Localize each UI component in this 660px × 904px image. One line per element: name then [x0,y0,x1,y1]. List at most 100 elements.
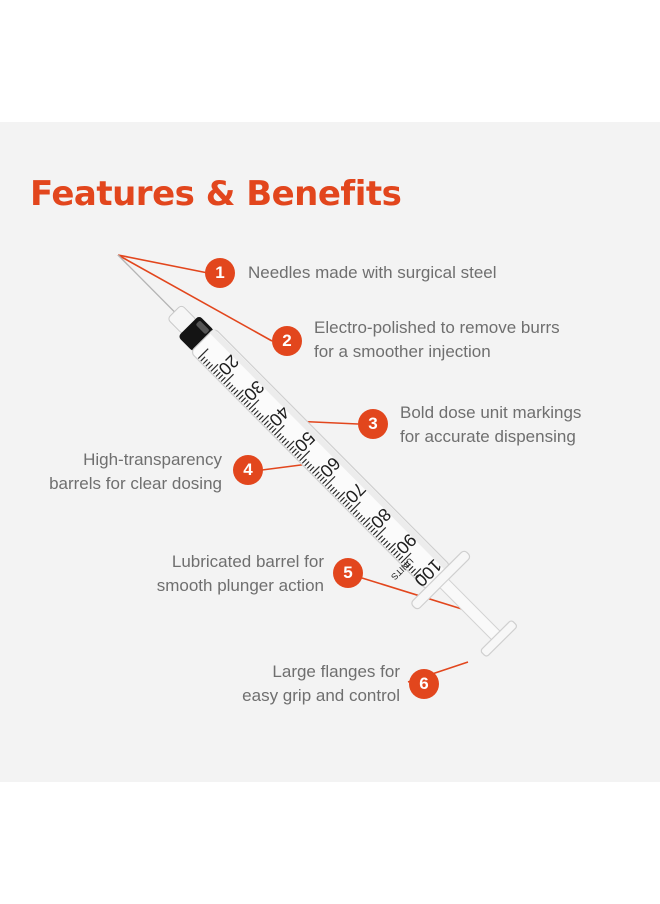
scale-tick [322,479,328,485]
dose-scale-ticks [197,348,422,579]
scale-tick [390,548,396,554]
plunger-rod [439,578,503,642]
needle [117,254,177,314]
scale-tick [311,465,320,474]
scale-tick [281,438,287,444]
scale-tick [357,514,363,520]
scale-tick [261,414,270,423]
scale-tick [218,374,224,380]
feature-text-3: Bold dose unit markings for accurate dis… [400,401,581,449]
scale-tick [393,550,399,556]
scale-tick [314,471,320,477]
scale-tick [380,537,386,543]
scale-tick [301,458,307,464]
scale-tick [405,563,411,569]
feature-4-line-2: barrels for clear dosing [49,474,222,493]
scale-tick [370,527,376,533]
scale-tick [324,475,336,487]
scale-tick [251,407,257,413]
scale-tick [210,363,219,372]
feature-badge-5: 5 [333,558,363,588]
scale-tick [271,427,277,434]
scale-tick [233,389,239,395]
scale-tick [350,501,361,513]
scale-tick [205,361,211,367]
scale-tick [225,381,231,388]
feature-5-line-1: Lubricated barrel for [171,552,324,571]
feature-text-5: Lubricated barrel for smooth plunger act… [157,550,324,598]
scale-tick [329,486,335,492]
scale-tick [408,565,414,571]
scale-tick [263,420,269,426]
features-panel: Features & Benefits 20 [0,122,660,782]
leader-line-1 [117,254,209,274]
scale-tick [413,568,422,577]
scale-tick [228,384,234,390]
feature-2-line-2: for a smoother injection [314,342,491,361]
scale-tick [256,412,262,418]
scale-tick [299,450,311,462]
scale-tick [377,535,384,541]
scale-tick [238,394,244,400]
scale-tick [342,499,348,505]
feature-badge-4: 4 [233,455,263,485]
scale-tick [306,463,313,469]
plunger-thumb-press [480,620,517,657]
scale-tick [220,376,226,382]
scale-tick [385,542,391,548]
feature-badge-3: 3 [358,409,388,439]
scale-tick [215,371,221,377]
scale-tick [332,489,338,495]
feature-4-line-1: High-transparency [83,450,222,469]
scale-tick [327,484,333,490]
scale-tick [319,476,325,482]
scale-tick [284,440,290,446]
scale-tick [200,356,206,362]
scale-tick [273,424,285,436]
scale-tick [398,555,404,561]
scale-tick [235,389,244,398]
scale-tick [253,410,259,416]
scale-tick [243,399,249,405]
feature-2-line-1: Electro-polished to remove burrs [314,318,560,337]
feature-badge-1: 1 [205,258,235,288]
scale-tick [365,522,371,528]
feature-text-2: Electro-polished to remove burrs for a s… [314,316,560,364]
scale-tick [291,448,297,454]
scale-tick [213,369,219,375]
feature-3-line-2: for accurate dispensing [400,427,576,446]
scale-tick [337,491,346,500]
scale-tick [383,540,389,546]
barrel-shine [209,328,450,571]
scale-tick [246,402,252,408]
scale-tick [352,509,358,515]
feature-6-line-1: Large flanges for [272,662,400,681]
scale-tick [230,387,236,393]
leader-line-2 [117,254,273,342]
feature-badge-2: 2 [272,326,302,356]
scale-tick [268,425,274,431]
feature-text-6: Large flanges for easy grip and control [242,660,400,708]
scale-tick [266,422,272,428]
tip-cap-highlight [196,321,209,334]
feature-5-line-2: smooth plunger action [156,576,324,595]
feature-text-1: Needles made with surgical steel [248,261,497,285]
scale-tick [372,530,378,536]
scale-tick [202,358,209,365]
scale-tick [197,348,209,359]
syringe: 20 30 40 50 60 70 80 90 100 UNITS [117,254,517,657]
scale-tick [334,491,340,497]
scale-tick [395,553,401,559]
scale-tick [344,502,351,508]
feature-1-line-1: Needles made with surgical steel [248,263,497,282]
scale-tick [360,517,366,523]
syringe-illustration: 20 30 40 50 60 70 80 90 100 UNITS [117,254,517,683]
scale-tick [347,504,353,510]
page-title: Features & Benefits [30,174,402,214]
scale-tick [415,573,422,579]
scale-tick [309,466,315,472]
scale-tick [304,461,310,467]
scale-tick [258,415,264,421]
scale-tick [400,552,412,564]
scale-tick [403,560,409,566]
